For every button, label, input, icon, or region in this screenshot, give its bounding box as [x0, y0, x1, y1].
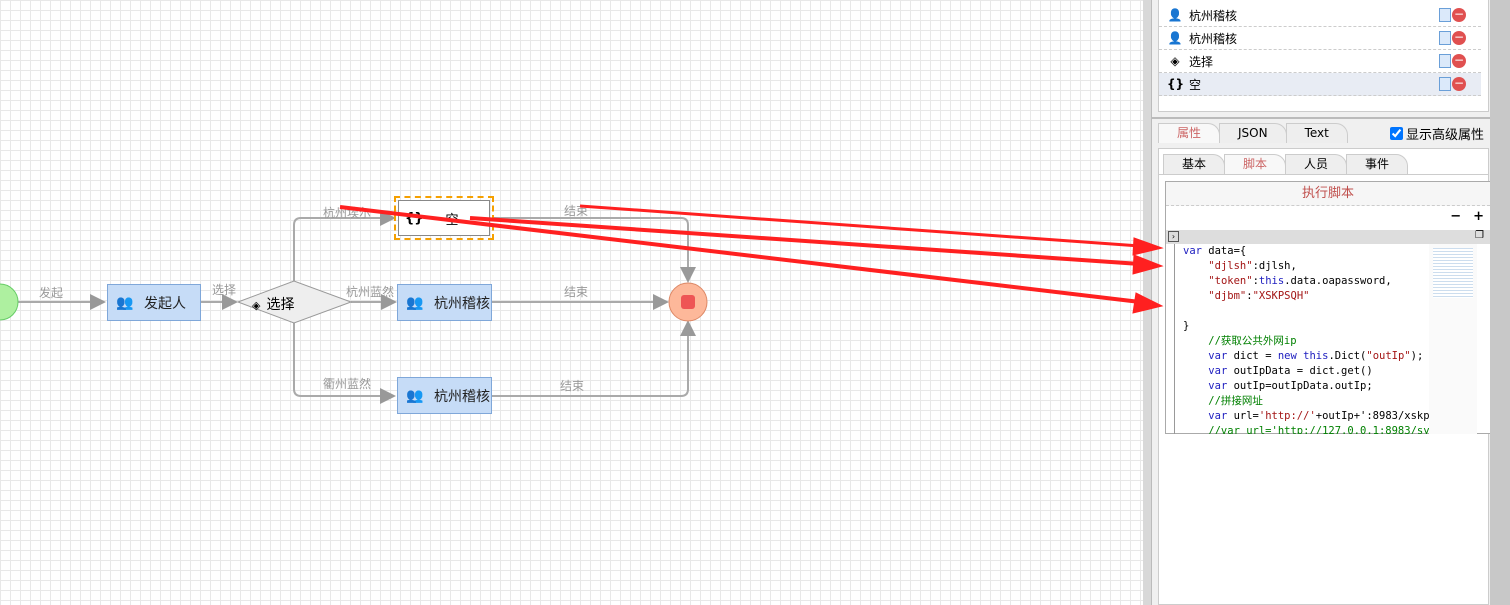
page-scrollbar[interactable]	[1490, 0, 1510, 605]
list-item[interactable]: 👤 杭州稽核 −	[1159, 4, 1481, 27]
node-label: 空	[445, 212, 459, 228]
node-label: 杭州稽核	[434, 388, 490, 405]
list-item[interactable]: 👤 杭州稽核 −	[1159, 27, 1481, 50]
review-node-lower[interactable]: 👥 杭州稽核	[397, 377, 492, 414]
user-group-icon: 👥	[116, 294, 134, 311]
code-line: var data={	[1183, 245, 1247, 257]
initiator-node[interactable]: 👥 发起人	[107, 284, 201, 321]
user-icon: 👤	[1167, 31, 1183, 45]
tab-text[interactable]: Text	[1285, 123, 1348, 143]
copy-icon[interactable]	[1439, 31, 1451, 45]
copy-icon[interactable]	[1439, 77, 1451, 91]
shrink-button[interactable]: −	[1450, 209, 1462, 224]
item-label: 杭州稽核	[1189, 31, 1238, 46]
tab-properties[interactable]: 属性	[1158, 123, 1221, 143]
item-label: 选择	[1189, 54, 1214, 69]
edge-label-end3: 结束	[560, 379, 585, 393]
empty-script-node[interactable]: {} 空	[394, 196, 494, 240]
user-group-icon: 👥	[406, 387, 424, 404]
restore-icon[interactable]: ❐	[1475, 230, 1484, 241]
advanced-checkbox[interactable]	[1390, 127, 1403, 140]
tab-basic[interactable]: 基本	[1163, 154, 1226, 174]
copy-icon[interactable]	[1439, 54, 1451, 68]
script-icon: {}	[1167, 77, 1185, 91]
code-line: //var url='http://127.0.0.1:8983/sy	[1183, 425, 1430, 434]
list-item[interactable]: ◈ 选择 −	[1159, 50, 1481, 73]
edge-label-middle: 杭州蓝然	[346, 285, 395, 299]
code-area[interactable]: var data={ "djlsh":djlsh, "token":this.d…	[1174, 244, 1436, 434]
tab-people[interactable]: 人员	[1285, 154, 1348, 174]
code-line: "djlsh":djlsh,	[1208, 260, 1297, 272]
advanced-toggle[interactable]: 显示高级属性	[1390, 124, 1484, 143]
code-line: "djbm":"XSKPSQH"	[1208, 290, 1310, 302]
node-label: 发起人	[144, 295, 186, 312]
properties-panel: 👤 杭州稽核 − 👤 杭州稽核 − ◈ 选择 − {} 空 − 属性 JSON Text 显示高…	[1151, 0, 1491, 605]
code-line: "token":this.data.oapassword,	[1208, 275, 1392, 287]
node-label: 选择	[266, 297, 295, 313]
edge-label-lower: 衢州蓝然	[323, 377, 372, 391]
edge-label-end1: 结束	[564, 204, 589, 218]
code-line: var outIp=outIpData.outIp;	[1208, 380, 1373, 392]
node-list: 👤 杭州稽核 − 👤 杭州稽核 − ◈ 选择 − {} 空 −	[1158, 0, 1489, 112]
editor-toolbar: › ❐	[1166, 230, 1490, 244]
splitter[interactable]	[1143, 0, 1151, 605]
list-item-selected[interactable]: {} 空 −	[1159, 73, 1481, 96]
expand-button[interactable]: +	[1473, 209, 1484, 224]
node-label: 杭州稽核	[434, 295, 490, 312]
properties-content: 基本 脚本 人员 事件 执行脚本 −+ › ❐ var data={ "djls…	[1158, 148, 1491, 605]
item-label: 杭州稽核	[1189, 8, 1238, 23]
code-line: var outIpData = dict.get()	[1208, 365, 1373, 377]
edge-label-upper: 杭州埃尔	[323, 206, 372, 220]
copy-icon[interactable]	[1439, 8, 1451, 22]
tab-script[interactable]: 脚本	[1224, 154, 1287, 174]
code-line: //获取公共外网ip	[1183, 335, 1297, 347]
user-group-icon: 👥	[406, 294, 424, 311]
delete-icon[interactable]: −	[1452, 7, 1466, 22]
flow-canvas[interactable]: 发起 选择 杭州埃尔 杭州蓝然 衢州蓝然 结束 结束 结束 👥 发起人 ◈ 选择 {…	[0, 0, 1143, 605]
code-minimap[interactable]	[1429, 244, 1477, 434]
code-line: var dict = new this.Dict("outIp");	[1208, 350, 1424, 362]
edge-label-start: 发起	[39, 286, 64, 300]
script-editor: 执行脚本 −+ › ❐ var data={ "djlsh":djlsh, "t…	[1165, 181, 1491, 434]
item-label: 空	[1189, 77, 1202, 92]
advanced-label: 显示高级属性	[1406, 128, 1485, 143]
sub-tabs: 基本 脚本 人员 事件	[1163, 154, 1409, 174]
delete-icon[interactable]: −	[1452, 53, 1466, 68]
code-line: var url='http://'+outIp+':8983/xskp	[1208, 410, 1430, 422]
gateway-icon: ◈	[1170, 54, 1180, 68]
terminal-icon[interactable]: ›	[1168, 231, 1179, 242]
script-title: 执行脚本	[1166, 182, 1490, 206]
gateway-icon: ◈	[252, 299, 261, 312]
delete-icon[interactable]: −	[1452, 76, 1466, 91]
script-icon: {}	[405, 210, 424, 226]
gateway-node[interactable]: ◈ 选择	[252, 294, 294, 314]
delete-icon[interactable]: −	[1452, 30, 1466, 45]
user-icon: 👤	[1167, 8, 1183, 22]
code-line: }	[1183, 320, 1190, 332]
code-line: //拼接网址	[1183, 395, 1263, 407]
review-node-middle[interactable]: 👥 杭州稽核	[397, 284, 492, 321]
start-node	[0, 283, 19, 321]
edge-label-end2: 结束	[564, 285, 589, 299]
tab-json[interactable]: JSON	[1219, 123, 1287, 143]
code-line	[1183, 304, 1436, 319]
main-tabs: 属性 JSON Text	[1158, 123, 1348, 143]
tab-events[interactable]: 事件	[1346, 154, 1409, 174]
edge-label-choose: 选择	[212, 283, 237, 297]
